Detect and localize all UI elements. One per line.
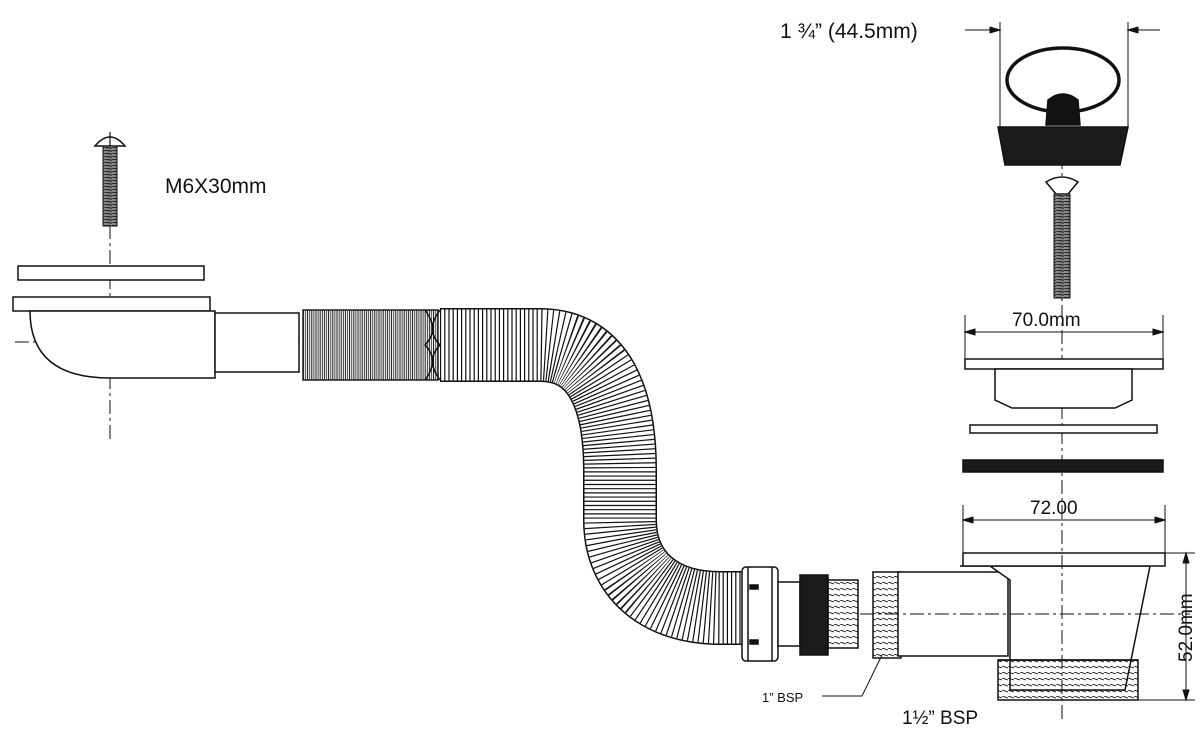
overflow-screw: [93, 132, 127, 227]
small-thread-label: 1” BSP: [762, 690, 803, 705]
plug-screw: [1044, 176, 1080, 299]
strainer-flange: [962, 358, 1164, 473]
flange-width-label: 70.0mm: [1012, 310, 1081, 331]
overflow-cover: [12, 265, 300, 379]
large-thread-label: 1½” BSP: [902, 708, 978, 729]
flexible-hose: [302, 308, 748, 645]
body-width-label: 72.00: [1030, 498, 1078, 519]
plug: [997, 25, 1129, 166]
screw-spec-label: M6X30mm: [165, 175, 267, 198]
trap-body: [872, 552, 1166, 701]
plug-width-label: 1 ¾” (44.5mm): [780, 20, 918, 43]
dimension-lines: [822, 22, 1195, 702]
height-label: 52.0mm: [1176, 593, 1197, 662]
hose-union-nut: [741, 566, 859, 662]
